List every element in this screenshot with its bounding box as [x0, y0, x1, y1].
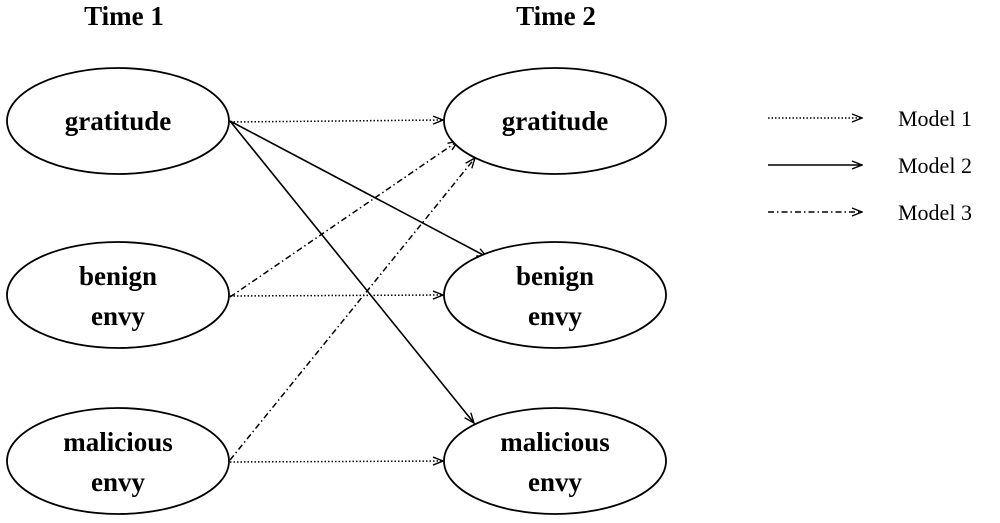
node-t1-gratitude: gratitude [6, 67, 230, 175]
path-lines [229, 120, 487, 462]
path-m2-gratitude-benign [229, 120, 487, 257]
node-ellipse [6, 241, 230, 349]
time2-title: Time 2 [516, 1, 596, 31]
path-m1-gratitude-gratitude [229, 120, 443, 122]
legend-label: Model 3 [898, 200, 972, 225]
node-label-line1: benign [79, 261, 157, 291]
path-m1-malicious-malicious [229, 461, 443, 462]
node-t2-benign-envy: benign envy [443, 241, 667, 349]
node-ellipse [6, 407, 230, 515]
node-ellipse [443, 241, 667, 349]
node-label-line2: envy [91, 467, 146, 497]
path-m2-gratitude-malicious [229, 120, 474, 423]
time1-title: Time 1 [84, 1, 164, 31]
node-label-line1: malicious [63, 427, 173, 457]
legend-label: Model 1 [898, 106, 972, 131]
node-label-line2: envy [528, 301, 583, 331]
node-label-line2: envy [528, 467, 583, 497]
node-t2-gratitude: gratitude [443, 67, 667, 175]
legend-label: Model 2 [898, 153, 972, 178]
legend-item-model1: Model 1 [768, 106, 972, 131]
node-t1-malicious-envy: malicious envy [6, 407, 230, 515]
path-m3-malicious-gratitude [229, 158, 475, 461]
legend: Model 1 Model 2 Model 3 [768, 106, 972, 225]
legend-item-model2: Model 2 [768, 153, 972, 178]
path-m1-benign-benign [229, 295, 443, 296]
node-ellipse [6, 67, 230, 175]
node-label: gratitude [65, 106, 172, 136]
node-label-line1: malicious [500, 427, 610, 457]
node-t2-malicious-envy: malicious envy [443, 407, 667, 515]
node-t1-benign-envy: benign envy [6, 241, 230, 349]
node-ellipse [443, 407, 667, 515]
node-label: gratitude [502, 106, 609, 136]
legend-item-model3: Model 3 [768, 200, 972, 225]
node-ellipse [443, 67, 667, 175]
node-label-line1: benign [516, 261, 594, 291]
node-label-line2: envy [91, 301, 146, 331]
path-m3-benign-gratitude [229, 141, 458, 298]
